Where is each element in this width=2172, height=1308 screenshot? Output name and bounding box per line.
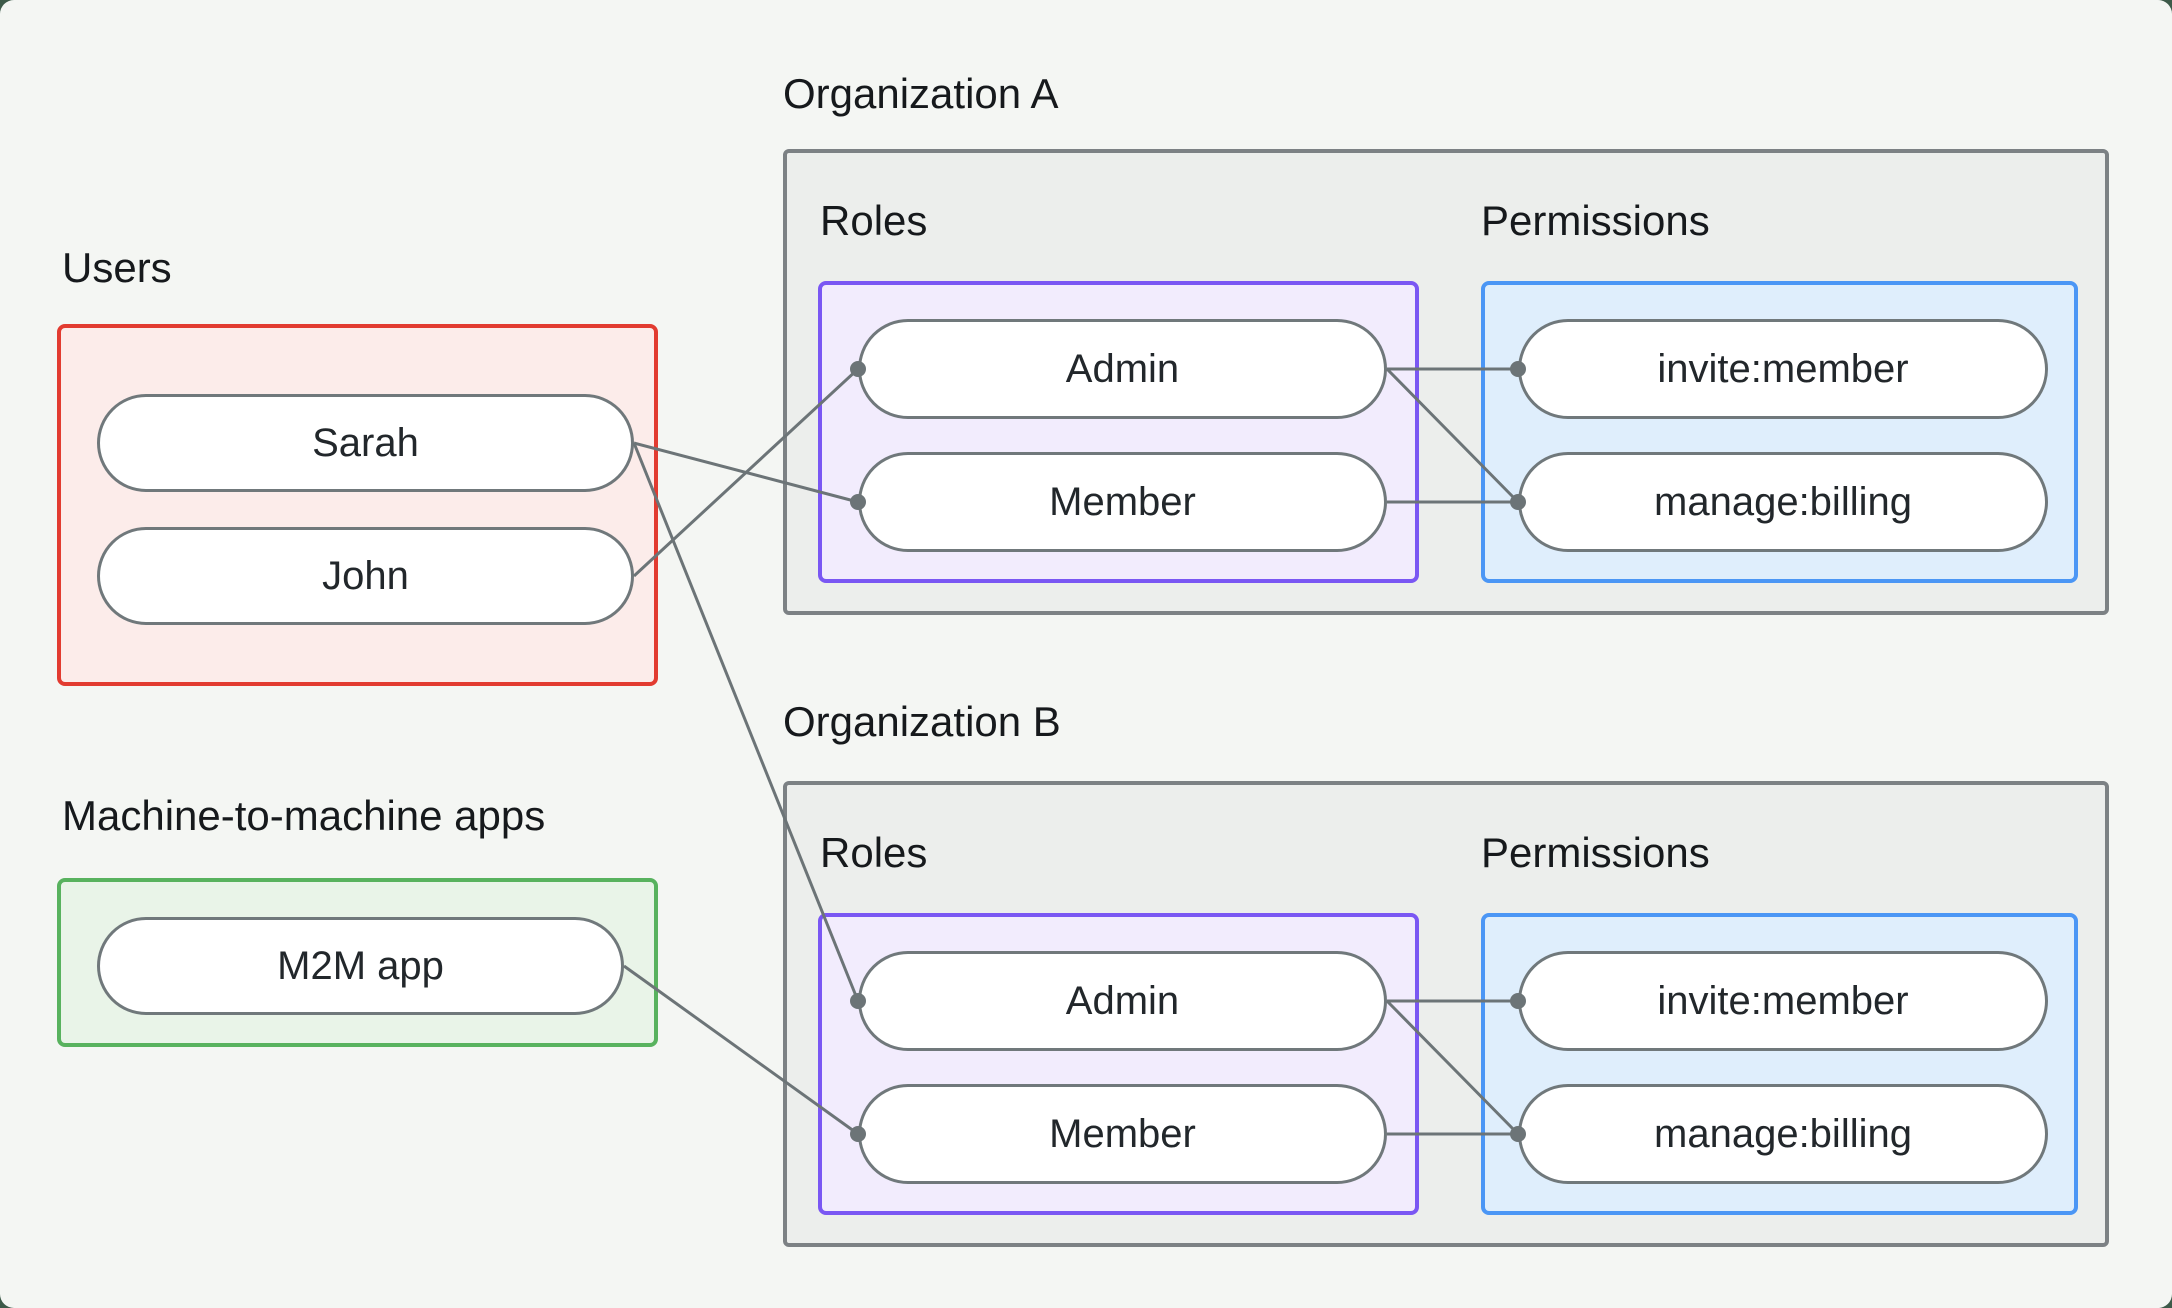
- users-box: Sarah John: [57, 324, 658, 686]
- org-b-role-pill-admin: Admin: [858, 951, 1387, 1051]
- org-b-roles-box: Admin Member: [818, 913, 1419, 1215]
- org-a-permission-pill-invite-member: invite:member: [1518, 319, 2048, 419]
- user-pill-john: John: [97, 527, 634, 625]
- org-b-role-pill-member: Member: [858, 1084, 1387, 1184]
- org-b-roles-label: Roles: [820, 829, 928, 876]
- m2m-app-pill: M2M app: [97, 917, 624, 1015]
- org-a-role-pill-member: Member: [858, 452, 1387, 552]
- user-pill-sarah: Sarah: [97, 394, 634, 492]
- m2m-box: M2M app: [57, 878, 658, 1047]
- org-a-role-pill-admin: Admin: [858, 319, 1387, 419]
- org-b-permissions-box: invite:member manage:billing: [1481, 913, 2078, 1215]
- org-b-title: Organization B: [783, 698, 1061, 745]
- org-a-permissions-box: invite:member manage:billing: [1481, 281, 2078, 583]
- org-a-roles-label: Roles: [820, 197, 928, 244]
- org-a-roles-box: Admin Member: [818, 281, 1419, 583]
- org-a-permissions-label: Permissions: [1481, 197, 1710, 244]
- org-a-permission-pill-manage-billing: manage:billing: [1518, 452, 2048, 552]
- org-b-permission-pill-manage-billing: manage:billing: [1518, 1084, 2048, 1184]
- org-b-box: Roles Permissions Admin Member invite:me…: [783, 781, 2109, 1247]
- org-b-permissions-label: Permissions: [1481, 829, 1710, 876]
- org-a-title: Organization A: [783, 70, 1059, 117]
- org-a-box: Roles Permissions Admin Member invite:me…: [783, 149, 2109, 615]
- users-section-label: Users: [62, 244, 172, 291]
- m2m-section-label: Machine-to-machine apps: [62, 792, 546, 839]
- org-b-permission-pill-invite-member: invite:member: [1518, 951, 2048, 1051]
